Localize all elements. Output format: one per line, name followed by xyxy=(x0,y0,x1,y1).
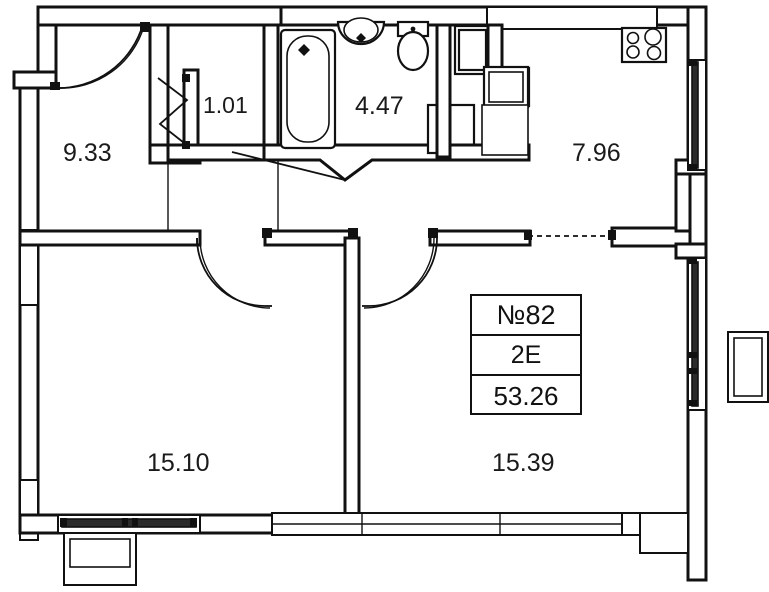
toilet-icon xyxy=(396,20,430,72)
bathtub-icon xyxy=(279,28,337,150)
balcony-bottom-left xyxy=(63,532,137,586)
washbasin-icon xyxy=(336,17,386,46)
windows xyxy=(57,59,769,586)
unit-type: 2E xyxy=(510,340,542,369)
total-area: 53.26 xyxy=(493,380,559,411)
window-kitchen-right xyxy=(687,59,707,171)
hall-outline xyxy=(167,160,279,231)
window-living-bottom xyxy=(57,514,201,534)
kitchen-sink-icon xyxy=(482,65,530,109)
unit-number-row: №82 xyxy=(472,296,580,336)
balcony-right xyxy=(727,331,769,403)
unit-number: №82 xyxy=(496,299,556,330)
window-bedroom-right xyxy=(687,257,707,411)
unit-type-row: 2E xyxy=(472,336,580,376)
kitchen-stove-icon xyxy=(620,26,668,64)
room-area-hallway: 9.33 xyxy=(63,139,112,167)
total-area-row: 53.26 xyxy=(472,376,580,415)
window-bedroom-bottom xyxy=(271,512,689,554)
bathroom-fixtures xyxy=(279,17,430,150)
unit-info-box: №82 2E 53.26 xyxy=(470,294,582,415)
room-area-bedroom: 15.39 xyxy=(492,449,555,477)
kitchen xyxy=(481,23,668,156)
entry-door xyxy=(50,22,150,90)
room-area-closet: 1.01 xyxy=(203,92,248,118)
room-area-bathroom: 4.47 xyxy=(355,92,404,120)
room-area-living-room: 15.10 xyxy=(147,449,210,477)
interior-partitions xyxy=(18,158,708,522)
room-area-kitchen: 7.96 xyxy=(572,139,621,167)
